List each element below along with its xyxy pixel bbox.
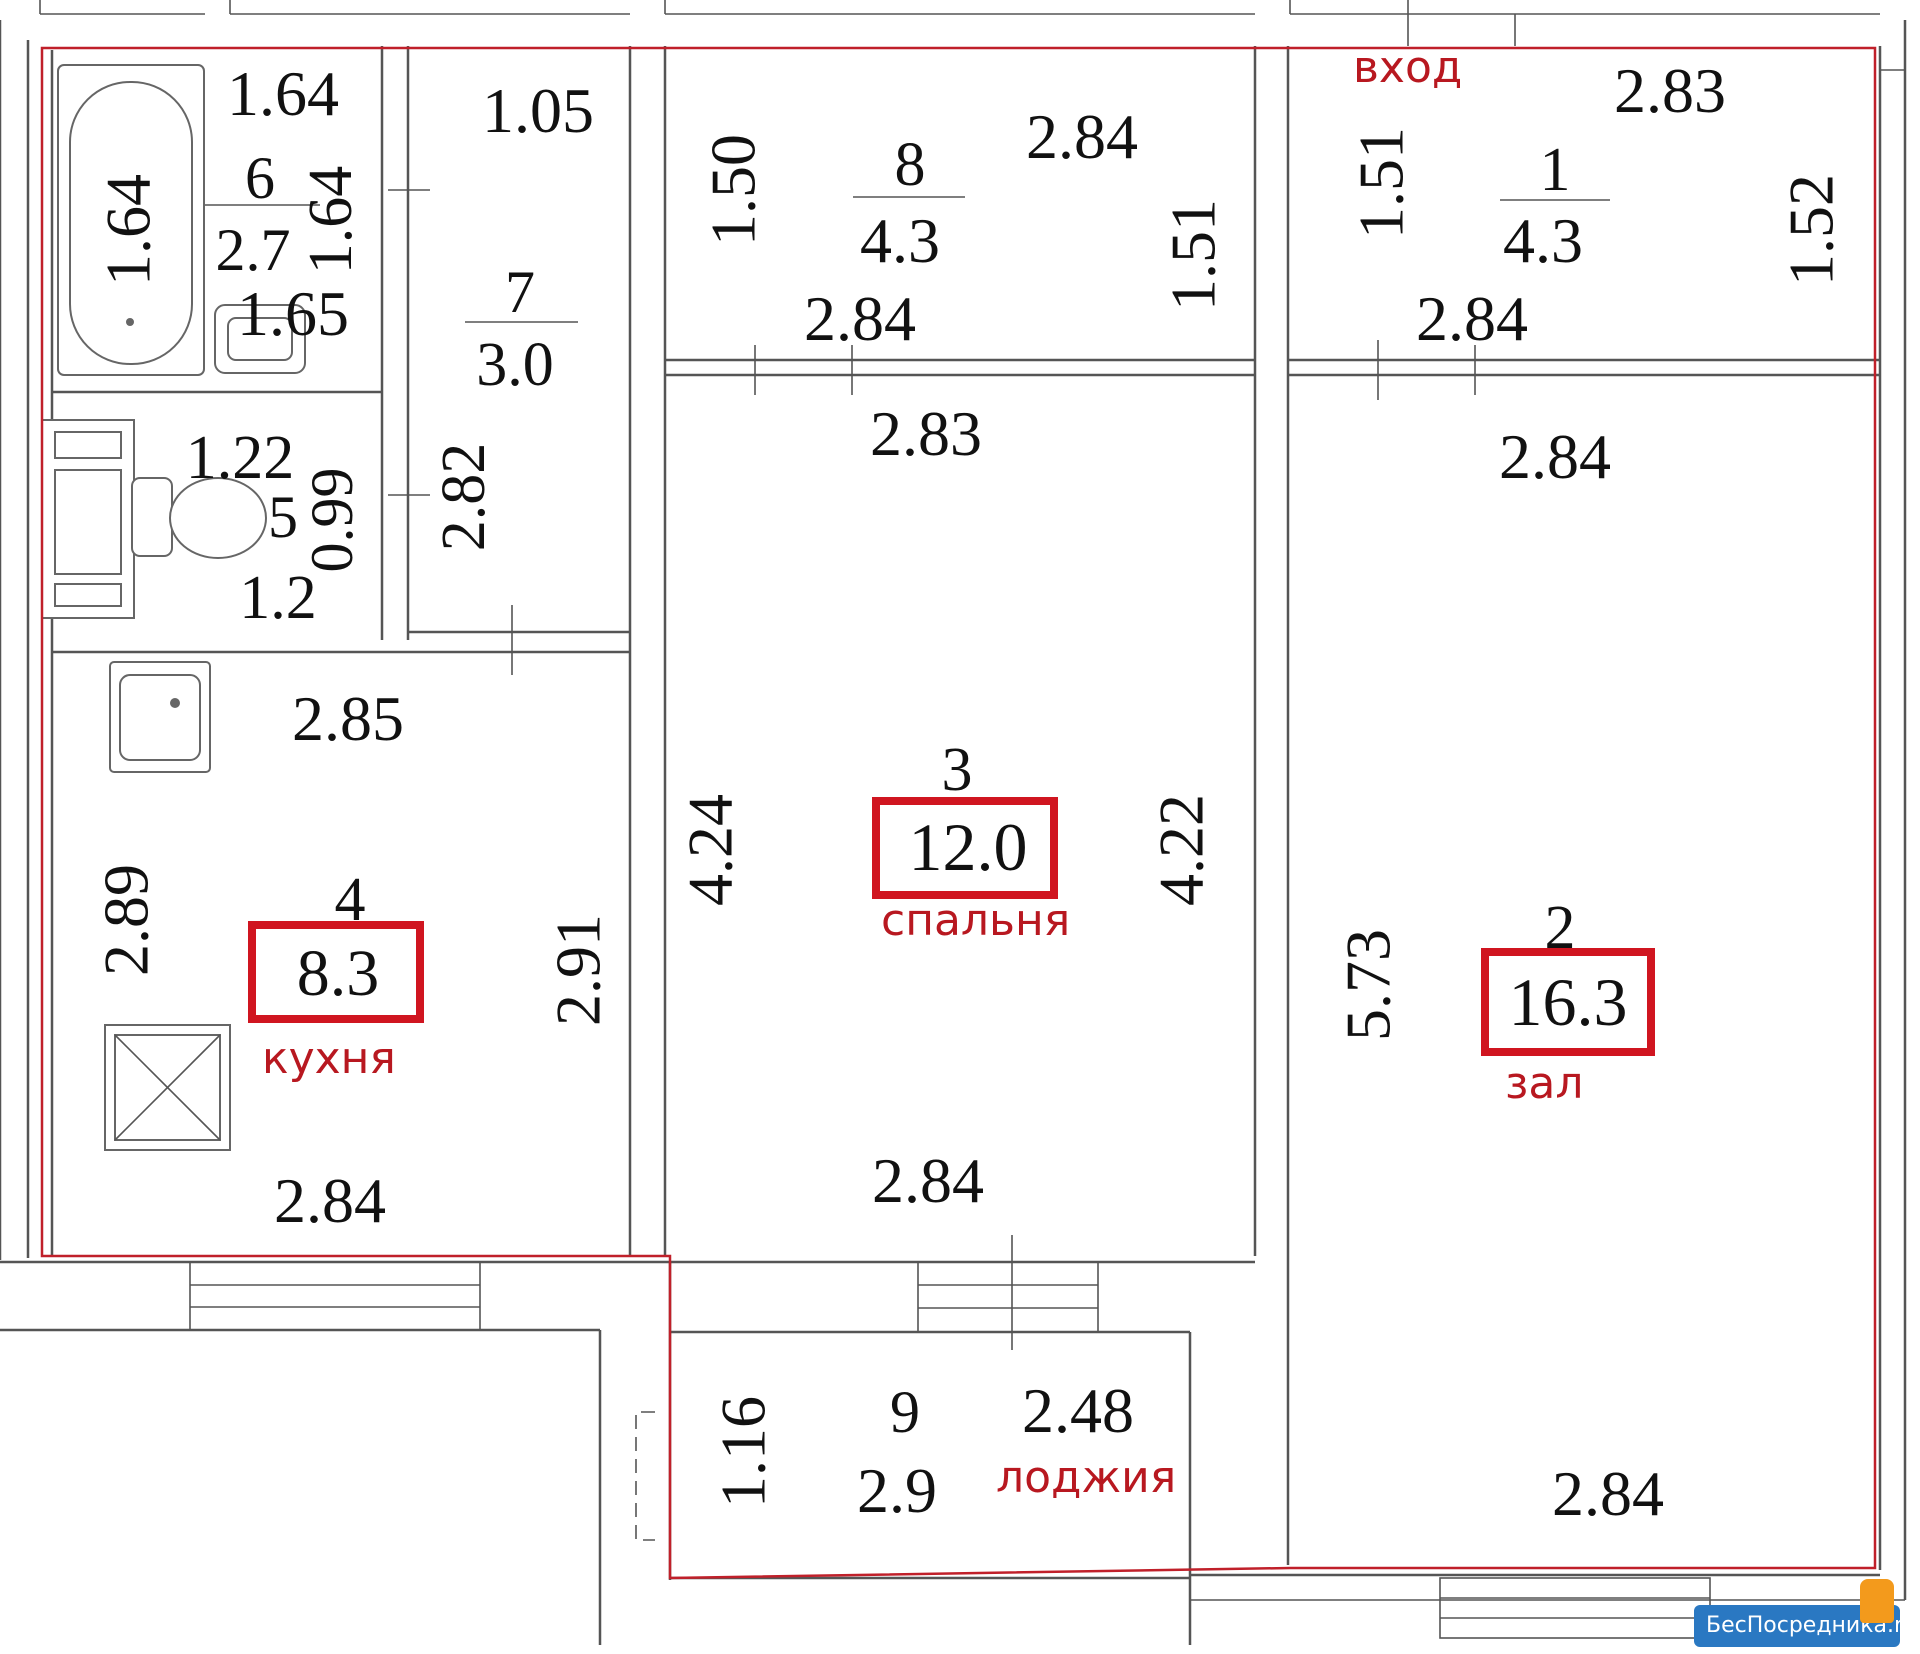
room-number-3: 3	[942, 736, 973, 804]
room-area-9: 2.9	[857, 1455, 937, 1526]
dim-kitchen-bottom: 2.84	[274, 1165, 386, 1236]
room-label-living-room: зал	[1505, 1058, 1583, 1109]
dim-hall8-top: 2.84	[1026, 101, 1138, 172]
room-label-kitchen: кухня	[262, 1033, 396, 1084]
dim-bedroom-right: 4.22	[1146, 794, 1217, 906]
dimension-labels-vertical: 1.64 1.64 0.99 2.82 1.50 1.51 1.51 1.52 …	[91, 127, 1847, 1508]
dim-bath-top: 1.64	[227, 58, 339, 129]
dim-hall1-bottom: 2.84	[1416, 283, 1528, 354]
apartment-outline	[40, 46, 1877, 1580]
room-number-6: 6	[245, 145, 275, 211]
room-number-8: 8	[895, 131, 926, 199]
room-label-entrance: вход	[1353, 42, 1462, 93]
bathtub-icon	[57, 64, 205, 376]
toilet-icon	[131, 477, 267, 559]
bathroom-sink-icon	[214, 304, 306, 374]
dim-bedroom-left: 4.24	[675, 794, 746, 906]
dim-kitchen-top: 2.85	[292, 683, 404, 754]
fraction-lines	[205, 196, 1610, 323]
room-number-1: 1	[1540, 136, 1571, 204]
top-edge-walls	[39, 0, 1880, 15]
dim-living-top: 2.84	[1499, 421, 1611, 492]
dim-bath-bottom: 1.65	[237, 278, 349, 349]
dim-hall1-top: 2.83	[1614, 55, 1726, 126]
dim-kitchen-right: 2.91	[543, 914, 614, 1026]
dim-loggia-left: 1.16	[708, 1396, 779, 1508]
dim-hall8-right: 1.51	[1158, 199, 1229, 311]
dim-bath-right: 1.64	[297, 166, 365, 275]
tick-marks	[388, 0, 1516, 1350]
dim-kitchen-left: 2.89	[91, 864, 162, 976]
dim-wc-bottom: 1.2	[239, 564, 317, 632]
dim-hall1-left: 1.51	[1346, 127, 1417, 239]
highlight-bedroom	[872, 797, 1058, 899]
room-labels: вход зал спальня кухня лоджия	[262, 42, 1583, 1503]
room-areas: 4.3 16.3 12.0 8.3 2.7 3.0 4.3 2.9	[216, 205, 1628, 1526]
dim-bedroom-bottom: 2.84	[872, 1145, 984, 1216]
ventilation-shaft-icon	[104, 1024, 231, 1151]
room-label-bedroom: спальня	[881, 895, 1070, 946]
dim-corridor7-top: 1.05	[482, 75, 594, 146]
dim-wc-right: 0.99	[299, 468, 365, 573]
dim-hall8-bottom: 2.84	[804, 283, 916, 354]
highlight-kitchen	[248, 921, 424, 1023]
room-area-1: 4.3	[1503, 205, 1583, 276]
windows	[189, 1261, 1711, 1639]
room-area-7: 3.0	[476, 331, 554, 399]
room-label-loggia: лоджия	[996, 1452, 1176, 1503]
dim-hall8-left: 1.50	[698, 134, 769, 246]
dim-bath-side: 1.64	[93, 174, 164, 286]
dim-bedroom-top: 2.83	[870, 398, 982, 469]
room-area-6: 2.7	[216, 217, 291, 283]
dim-living-left: 5.73	[1333, 929, 1404, 1041]
washing-machine-icon	[41, 419, 135, 619]
dim-living-bottom: 2.84	[1552, 1458, 1664, 1529]
dim-hall1-right: 1.52	[1776, 174, 1847, 286]
room-area-4: 8.3	[297, 937, 380, 1010]
room-area-8: 4.3	[860, 205, 940, 276]
dim-wc-top: 1.22	[186, 424, 295, 492]
dim-loggia-top: 2.48	[1022, 1375, 1134, 1446]
cat-logo-icon	[1860, 1579, 1894, 1623]
area-highlights	[248, 797, 1655, 1056]
dimension-labels-horizontal: 1.64 1.65 1.22 1.2 1.05 2.84 2.84 2.83 2…	[186, 55, 1726, 1529]
site-watermark: БесПосредника.ru	[1694, 1579, 1917, 1647]
kitchen-sink-icon	[109, 661, 211, 773]
room-area-2: 16.3	[1509, 964, 1628, 1040]
highlight-living-room	[1481, 948, 1655, 1056]
dim-corridor7-side: 2.82	[430, 443, 498, 552]
room-number-7: 7	[505, 259, 535, 325]
room-area-3: 12.0	[909, 809, 1028, 885]
walls	[0, 20, 1907, 1645]
room-number-9: 9	[890, 1379, 920, 1445]
room-number-5: 5	[268, 484, 298, 550]
